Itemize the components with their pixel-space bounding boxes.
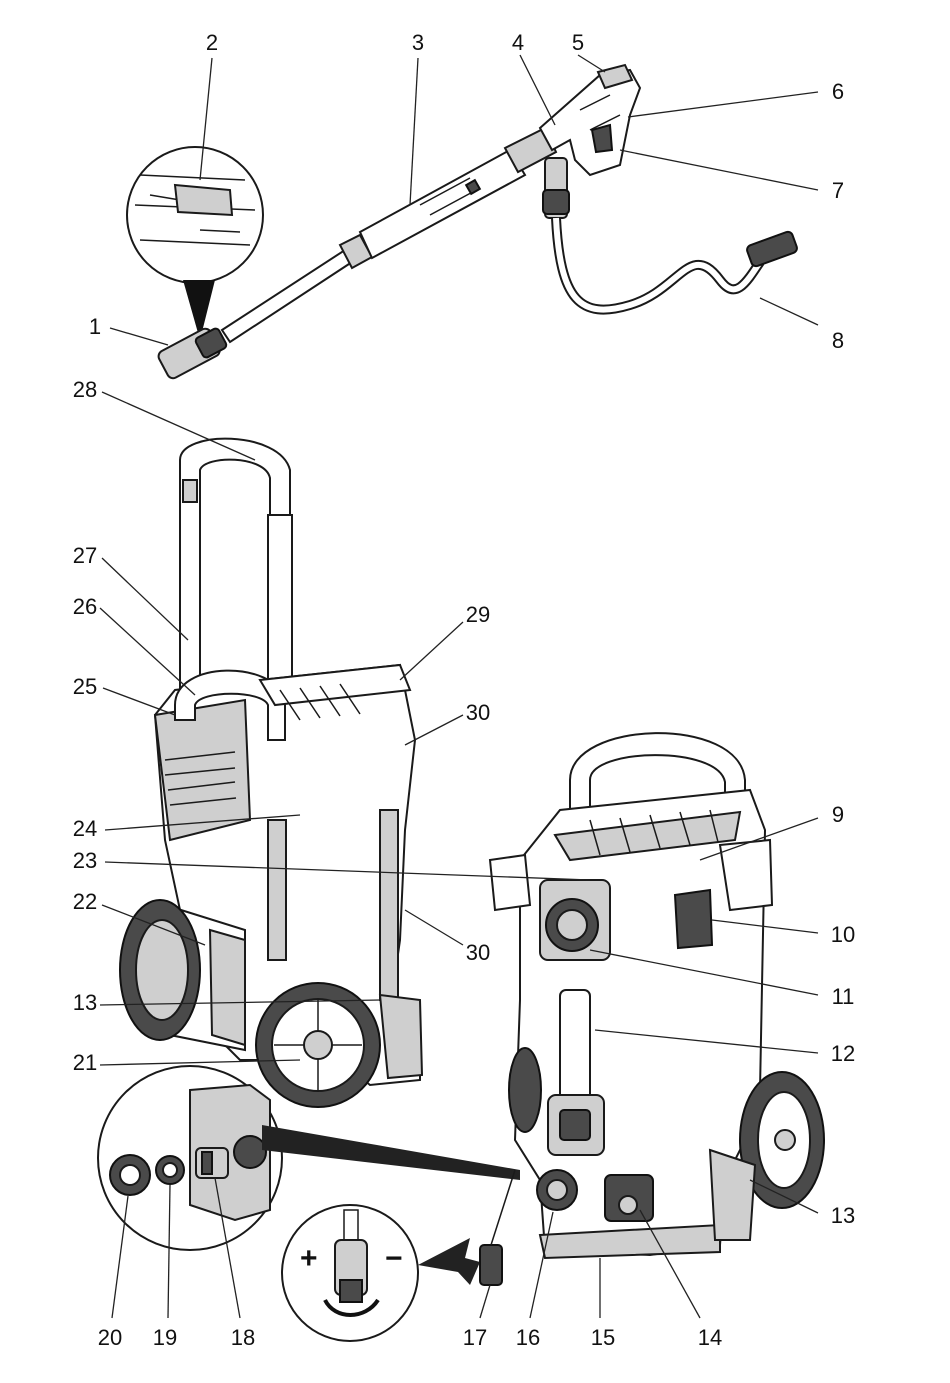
connection-arrow: [262, 1125, 520, 1180]
threaded-adapter: [196, 1148, 228, 1178]
lance-extension: [340, 128, 556, 268]
decrease-symbol: −: [385, 1242, 403, 1275]
callout-18: 18: [231, 1325, 255, 1350]
callout-23: 23: [73, 848, 97, 873]
callout-13-left: 13: [73, 990, 97, 1015]
callout-13-right: 13: [831, 1203, 855, 1228]
pressure-outlet: [605, 1175, 653, 1221]
callout-2: 2: [206, 30, 218, 55]
callout-22: 22: [73, 889, 97, 914]
callout-30-top: 30: [466, 700, 490, 725]
callout-15: 15: [591, 1325, 615, 1350]
adapter-ring: [156, 1156, 184, 1184]
callout-6: 6: [832, 79, 844, 104]
pressure-dial: [540, 880, 610, 960]
callout-20: 20: [98, 1325, 122, 1350]
callout-17: 17: [463, 1325, 487, 1350]
callout-12: 12: [831, 1041, 855, 1066]
callout-1: 1: [89, 314, 101, 339]
callout-11: 11: [832, 984, 855, 1009]
hose-coupling: [746, 230, 799, 267]
gun-body: [540, 65, 640, 218]
callout-4: 4: [512, 30, 524, 55]
callout-29: 29: [466, 602, 490, 627]
callout-28: 28: [73, 377, 97, 402]
hose: [556, 218, 760, 310]
callout-8: 8: [832, 328, 844, 353]
increase-symbol: +: [300, 1242, 318, 1275]
callout-3: 3: [412, 30, 424, 55]
callout-16: 16: [516, 1325, 540, 1350]
nozzle: [156, 327, 227, 381]
spray-gun-assembly: [127, 65, 798, 380]
callout-27: 27: [73, 543, 97, 568]
water-inlet: [537, 1170, 577, 1210]
callout-9: 9: [832, 802, 844, 827]
callout-14: 14: [698, 1325, 722, 1350]
pressure-adjust-detail: + −: [282, 1170, 515, 1341]
machine-front-view: [490, 733, 824, 1258]
machine-rear-view: [120, 439, 422, 1107]
callout-7: 7: [832, 178, 844, 203]
callout-5: 5: [572, 30, 584, 55]
detail-magnifier-circle: [127, 147, 263, 283]
hose-nut: [110, 1155, 150, 1195]
callout-26: 26: [73, 594, 97, 619]
adjust-arrow: [418, 1238, 480, 1285]
callout-25: 25: [73, 674, 97, 699]
callout-10: 10: [831, 922, 855, 947]
callout-21: 21: [73, 1050, 97, 1075]
callout-30-bottom: 30: [466, 940, 490, 965]
hose-connector: [480, 1245, 502, 1285]
callout-19: 19: [153, 1325, 177, 1350]
callout-24: 24: [73, 816, 97, 841]
